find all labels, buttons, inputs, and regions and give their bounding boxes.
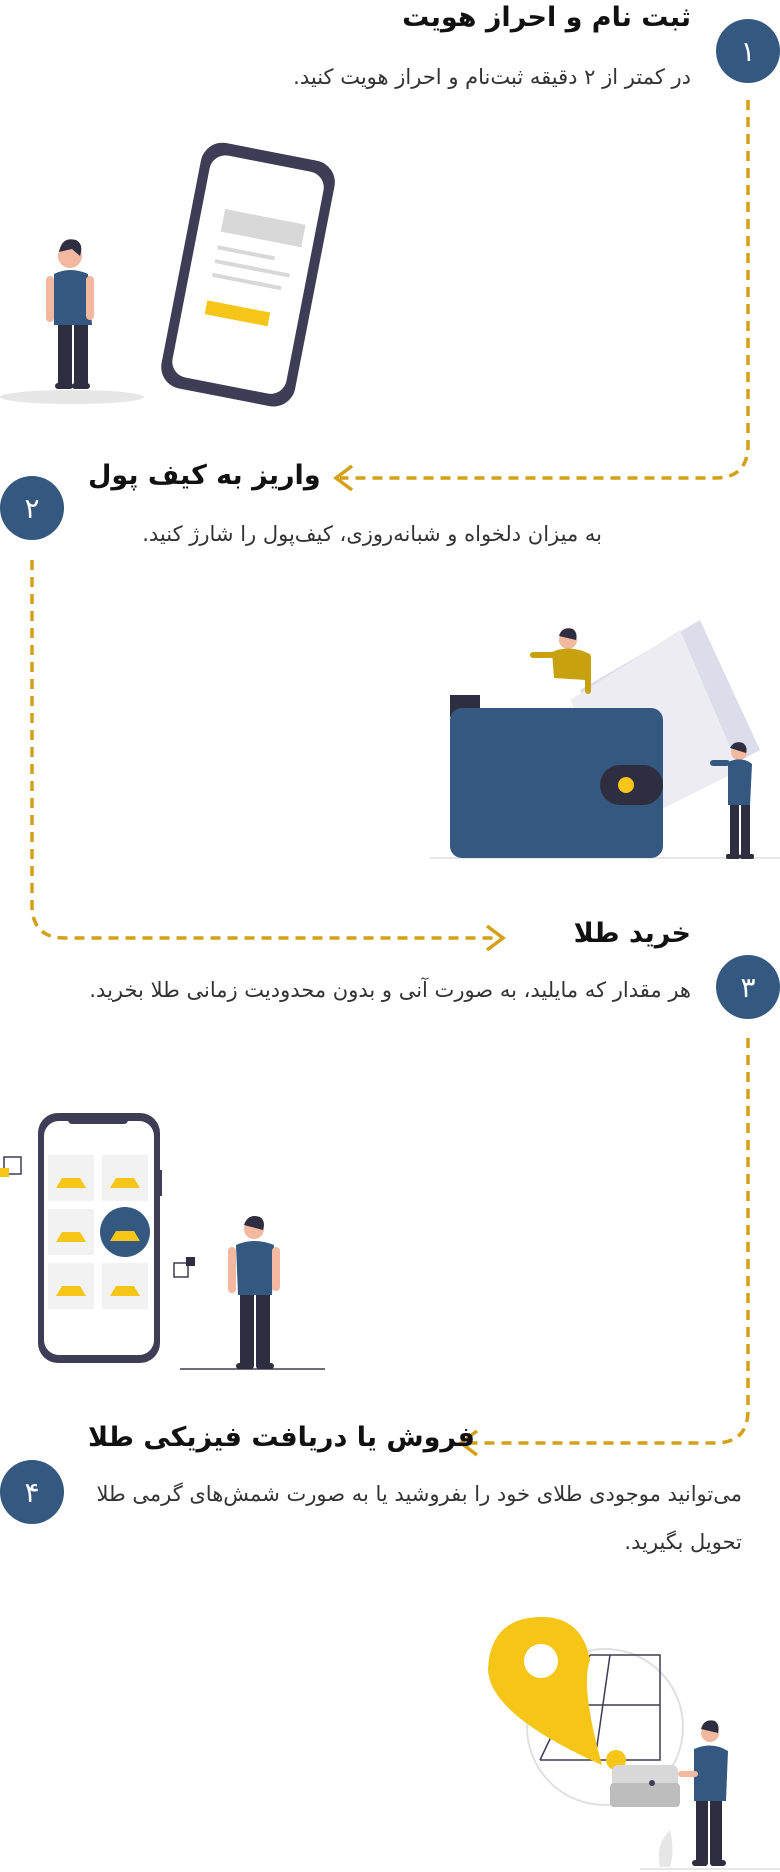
person-illustration: [228, 1216, 280, 1369]
step-4-title: فروش یا دریافت فیزیکی طلا: [88, 1422, 475, 1453]
person-illustration: [530, 628, 591, 694]
step-4-illustration: [488, 1617, 780, 1870]
phone-illustration: [161, 142, 335, 407]
connector-3-4: [465, 1038, 750, 1445]
person-illustration: [46, 239, 94, 389]
connector-arrow-3-4: [458, 1429, 479, 1457]
person-illustration: [678, 1720, 728, 1866]
wallet-illustration: [610, 1765, 680, 1807]
step-4-description: می‌توانید موجودی طلای خود را بفروشید یا …: [96, 1482, 742, 1554]
connector-arrow-2-3: [485, 924, 506, 952]
step-2-badge: ۲: [0, 476, 64, 540]
step-1-illustration: [0, 142, 335, 407]
location-pin-icon: [488, 1617, 626, 1770]
step-1-badge: ۱: [716, 19, 780, 83]
step-3-title: خرید طلا: [573, 918, 691, 949]
connector-arrow-1-2: [333, 464, 354, 492]
gold-bar-icon: [48, 1155, 150, 1309]
step-3-illustration: [0, 1113, 325, 1370]
step-2-title: واریز به کیف پول: [88, 460, 321, 491]
step-2-illustration: [430, 620, 780, 859]
step-4-badge: ۴: [0, 1460, 64, 1524]
step-3-badge: ۳: [716, 955, 780, 1019]
step-2-description: به میزان دلخواه و شبانه‌روزی، کیف‌پول را…: [142, 522, 602, 546]
step-1-description: در کمتر از ۲ دقیقه ثبت‌نام و احراز هویت …: [293, 65, 691, 89]
wallet-illustration: [450, 695, 663, 858]
person-illustration: [710, 742, 754, 859]
step-1-title: ثبت نام و احراز هویت: [402, 2, 691, 33]
step-3-description: هر مقدار که مایلید، به صورت آنی و بدون م…: [89, 978, 691, 1002]
connector-1-2: [340, 100, 750, 480]
connector-2-3: [30, 560, 495, 940]
